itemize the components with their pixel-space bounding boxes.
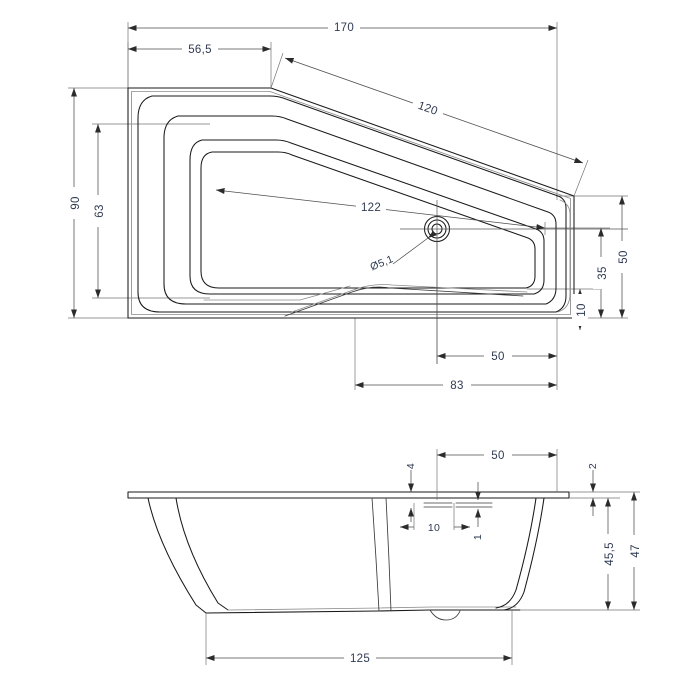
section-bottom-floor-inner (227, 606, 517, 611)
dimension-label-inner-width: 63 (94, 204, 106, 217)
section-right-wall-inner (495, 497, 537, 609)
dimension-inner-length: 122 (215, 188, 546, 235)
section-view-group: 50 4 2 (127, 446, 642, 665)
section-floor-drain-bump (429, 609, 461, 621)
tub-seat-step-shadow (291, 284, 528, 313)
dimension-label-drain-to-right: 50 (491, 351, 504, 363)
tub-seat-step (284, 286, 524, 317)
dimension-label-right-offset-small: 10 (576, 303, 588, 316)
dimension-label-rim-to-drain: 50 (491, 450, 504, 462)
dimension-drain-to-right: 50 (436, 347, 557, 363)
dimension-straight-edge: 56,5 (127, 40, 271, 56)
dimension-rim-thickness-left: 4 (405, 463, 417, 522)
tub-bowl-inner (200, 151, 536, 289)
tub-right-corner-detail (557, 199, 571, 313)
dimension-label-overall-length: 170 (334, 22, 354, 34)
dimension-inner-width: 63 (90, 123, 106, 298)
dimension-label-overall-width: 90 (70, 196, 82, 209)
dimension-overflow-width: 10 (399, 503, 470, 534)
section-extension-lines (205, 449, 640, 665)
dimension-label-right-offset-large: 50 (618, 250, 630, 263)
section-left-wall-outer (147, 497, 207, 614)
dimension-angled-edge: 120 (270, 52, 589, 197)
top-view-group: 170 56,5 120 (66, 18, 630, 392)
dimension-label-inner-length: 122 (361, 202, 381, 214)
dimension-base-length: 125 (205, 649, 512, 665)
dimension-rim-thickness-right: 2 (587, 463, 599, 516)
dimension-drain-diameter: Ø5,1 (369, 230, 437, 273)
dimension-right-offset-small: 10 (572, 288, 588, 330)
dimension-overall-length: 170 (127, 18, 557, 34)
dimension-right-offset-large: 50 (614, 195, 630, 318)
dimension-label-rim-thickness-right: 2 (587, 463, 599, 469)
dimension-label-overflow-width: 10 (428, 522, 440, 534)
dimension-rim-to-drain: 50 (436, 446, 557, 462)
dimension-inner-depth: 45,5 (600, 497, 616, 610)
section-rim-top (127, 491, 570, 499)
tub-outer-flange (127, 87, 575, 319)
dimension-label-base-length: 125 (350, 653, 370, 665)
dimension-label-overflow-gap: 1 (472, 534, 484, 540)
dimension-label-inner-depth: 45,5 (604, 542, 616, 566)
dimension-label-drain-from-left: 83 (450, 380, 463, 392)
dimension-total-height: 47 (626, 491, 642, 610)
dimension-label-right-offset-mid: 35 (597, 266, 609, 279)
dimension-label-drain-diameter: Ø5,1 (369, 253, 396, 273)
top-view-extension-lines (68, 22, 628, 390)
dimension-label-total-height: 47 (630, 544, 642, 557)
tub-flange-inner-edge (131, 91, 571, 315)
tub-bowl-upper-edge (189, 139, 545, 295)
dimension-label-straight-edge: 56,5 (188, 44, 212, 56)
dimension-right-offset-mid: 35 (593, 227, 609, 318)
section-left-wall-inner (175, 497, 229, 611)
tub-rim-contour-1 (137, 95, 567, 313)
dimension-drain-from-left: 83 (354, 376, 557, 392)
dimension-overall-width: 90 (66, 87, 82, 318)
section-bottom-floor (205, 609, 521, 614)
dimension-label-rim-thickness-left: 4 (405, 463, 417, 469)
tub-bottom-inner-line (203, 285, 351, 301)
section-right-wall-outer (503, 497, 545, 611)
dimension-overflow-gap: 1 (472, 482, 484, 540)
section-center-partition-b (385, 497, 392, 612)
section-center-partition-a (371, 497, 380, 612)
section-overflow-detail (423, 502, 493, 508)
